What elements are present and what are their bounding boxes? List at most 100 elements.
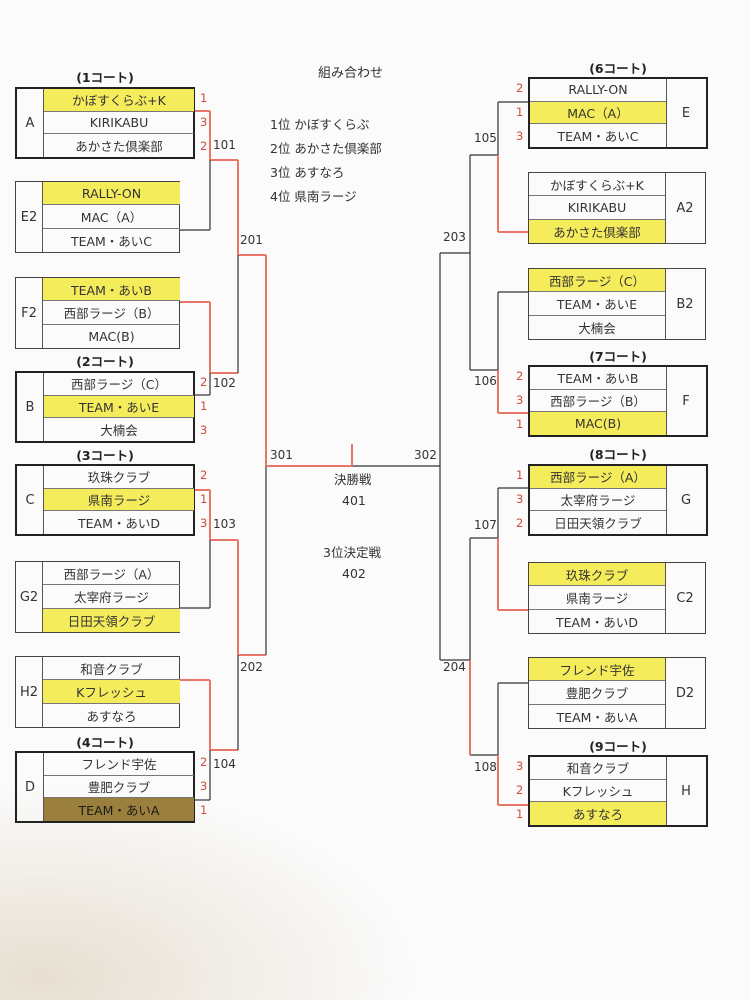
team-cell: TEAM・あいB bbox=[43, 278, 180, 302]
team-cell: TEAM・あいC bbox=[70, 233, 153, 249]
court-label: (4コート) bbox=[76, 735, 134, 750]
court-label: (6コート) bbox=[589, 61, 647, 76]
rank-number: 1 bbox=[516, 417, 524, 431]
team-cell: あかさた倶楽部 bbox=[529, 219, 665, 243]
rank-number: 3 bbox=[516, 492, 524, 506]
team-cell: 和音クラブ bbox=[43, 657, 180, 681]
group-letter: D bbox=[24, 779, 35, 795]
third-place-label: 3位決定戦 bbox=[323, 545, 381, 560]
team-cell: TEAM・あいC bbox=[557, 129, 639, 145]
third-place-number: 402 bbox=[342, 566, 366, 581]
rank-number: 3 bbox=[200, 115, 208, 129]
rank-number: 1 bbox=[200, 91, 208, 105]
court-label: (2コート) bbox=[76, 354, 134, 369]
group-letter: B2 bbox=[676, 296, 694, 312]
group-letter: E bbox=[681, 105, 691, 121]
rank-number: 3 bbox=[516, 393, 524, 407]
court-label: (9コート) bbox=[589, 739, 647, 754]
match-number: 301 bbox=[270, 448, 293, 462]
team-cell: 西部ラージ（A） bbox=[43, 562, 180, 586]
team-cell: 大楠会 bbox=[100, 423, 138, 439]
team-cell: 西部ラージ（B） bbox=[530, 390, 666, 413]
team-cell: 玖珠クラブ bbox=[529, 563, 665, 587]
team-cell: TEAM・あいA bbox=[556, 709, 638, 725]
rank-number: 2 bbox=[200, 375, 208, 389]
team-cell: 和音クラブ bbox=[530, 757, 666, 780]
final-label: 決勝戦 bbox=[334, 472, 372, 487]
team-cell: 豊肥クラブ bbox=[44, 776, 194, 799]
team-cell: TEAM・あいD bbox=[78, 516, 160, 532]
group-letter: H bbox=[681, 783, 691, 799]
team-cell: TEAM・あいE bbox=[529, 292, 665, 316]
standing-2: 2位 あかさた倶楽部 bbox=[270, 141, 382, 156]
team-cell: かぼすくらぶ+K bbox=[44, 89, 194, 112]
court-label: (1コート) bbox=[76, 70, 134, 85]
team-cell: TEAM・あいE bbox=[44, 395, 194, 419]
team-cell: Kフレッシュ bbox=[43, 680, 180, 704]
group-letter: G bbox=[680, 492, 692, 508]
team-cell: TEAM・あいA bbox=[44, 798, 194, 821]
match-number: 204 bbox=[443, 660, 466, 674]
team-cell: 西部ラージ（B） bbox=[43, 301, 180, 325]
team-cell: KIRIKABU bbox=[44, 112, 194, 135]
rank-number: 1 bbox=[516, 105, 524, 119]
match-number: 202 bbox=[240, 660, 263, 674]
rank-number: 2 bbox=[200, 468, 208, 482]
group-letter: D2 bbox=[675, 685, 695, 701]
team-cell: あすなろ bbox=[530, 802, 666, 825]
team-cell: 大楠会 bbox=[578, 320, 616, 336]
rank-number: 2 bbox=[516, 81, 524, 95]
team-cell: あすなろ bbox=[86, 708, 137, 724]
rank-number: 2 bbox=[200, 139, 208, 153]
standing-4: 4位 県南ラージ bbox=[270, 189, 357, 204]
team-cell: KIRIKABU bbox=[529, 196, 665, 220]
match-number: 107 bbox=[474, 518, 497, 532]
team-cell: 西部ラージ（A） bbox=[530, 466, 666, 489]
rank-number: 1 bbox=[516, 807, 524, 821]
team-cell: MAC（A） bbox=[530, 101, 666, 125]
rank-number: 1 bbox=[200, 492, 208, 506]
group-D2: D2 フレンド宇佐豊肥クラブ TEAM・あいA bbox=[528, 657, 706, 729]
match-number: 104 bbox=[213, 757, 236, 771]
standing-3: 3位 あすなろ bbox=[270, 165, 345, 180]
group-letter: A2 bbox=[676, 200, 694, 216]
team-cell: 西部ラージ（C） bbox=[529, 269, 665, 293]
team-cell: RALLY-ON bbox=[530, 79, 666, 102]
team-cell: TEAM・あいD bbox=[556, 614, 638, 630]
match-number: 201 bbox=[240, 233, 263, 247]
team-cell: あかさた倶楽部 bbox=[75, 139, 163, 155]
team-cell: フレンド宇佐 bbox=[44, 753, 194, 776]
rank-number: 3 bbox=[516, 129, 524, 143]
group-letter: E2 bbox=[20, 209, 38, 225]
final-number: 401 bbox=[342, 493, 366, 508]
team-cell: フレンド宇佐 bbox=[529, 658, 665, 682]
group-B2: B2 西部ラージ（C）TEAM・あいE 大楠会 bbox=[528, 268, 706, 340]
team-cell: 太宰府ラージ bbox=[43, 585, 180, 609]
team-cell: 豊肥クラブ bbox=[529, 681, 665, 705]
team-cell: MAC（A） bbox=[43, 205, 180, 229]
rank-number: 2 bbox=[516, 783, 524, 797]
group-letter: C bbox=[25, 492, 35, 508]
match-number: 105 bbox=[474, 131, 497, 145]
team-cell: 日田天領クラブ bbox=[43, 608, 180, 632]
team-cell: 日田天領クラブ bbox=[554, 516, 642, 532]
group-letter: G2 bbox=[19, 589, 39, 605]
rank-number: 1 bbox=[200, 399, 208, 413]
team-cell: 玖珠クラブ bbox=[44, 466, 194, 489]
rank-number: 1 bbox=[200, 803, 208, 817]
group-letter: F2 bbox=[21, 305, 37, 321]
match-number: 108 bbox=[474, 760, 497, 774]
group-letter: H2 bbox=[19, 684, 39, 700]
